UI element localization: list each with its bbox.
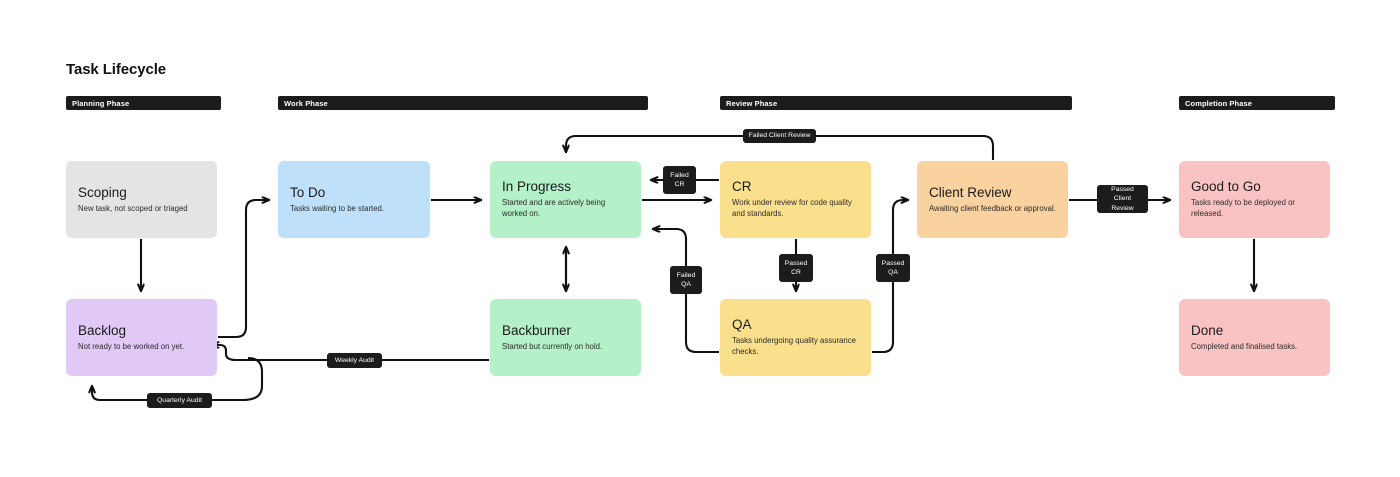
- edge-label-failed-client-review: Failed Client Review: [743, 129, 816, 143]
- edge-label-quarterly-audit: Quarterly Audit: [147, 393, 212, 408]
- node-title: Good to Go: [1191, 179, 1261, 195]
- phase-header-completion-phase: Completion Phase: [1179, 96, 1335, 110]
- node-cr[interactable]: CR Work under review for code quality and…: [720, 161, 871, 238]
- node-description: New task, not scoped or triaged: [78, 203, 188, 213]
- edge-label-passed-qa: Passed QA: [876, 254, 910, 282]
- node-description: Completed and finalised tasks.: [1191, 341, 1298, 351]
- node-good-to-go[interactable]: Good to Go Tasks ready to be deployed or …: [1179, 161, 1330, 238]
- node-todo[interactable]: To Do Tasks waiting to be started.: [278, 161, 430, 238]
- node-title: Done: [1191, 322, 1224, 338]
- phase-header-work-phase: Work Phase: [278, 96, 648, 110]
- node-title: Backburner: [502, 322, 572, 338]
- phase-header-review-phase: Review Phase: [720, 96, 1072, 110]
- edge-quarterly-audit-arrow: [92, 386, 116, 402]
- edge-quarterly-audit-to-backlog: [242, 356, 264, 402]
- node-title: QA: [732, 317, 752, 333]
- node-description: Tasks undergoing quality assurance check…: [732, 336, 856, 357]
- phase-header-label: Planning Phase: [72, 98, 130, 108]
- page-title: Task Lifecycle: [66, 61, 167, 78]
- phase-header-planning-phase: Planning Phase: [66, 96, 221, 110]
- node-description: Tasks waiting to be started.: [290, 203, 385, 213]
- node-title: CR: [732, 179, 752, 195]
- node-description: Started and are actively being worked on…: [502, 198, 606, 219]
- node-title: Client Review: [929, 184, 1012, 200]
- node-title: To Do: [290, 184, 326, 200]
- edge-label-passed-client-review: Passed Client Review: [1097, 185, 1148, 213]
- edge-label-weekly-audit: Weekly Audit: [327, 353, 382, 368]
- edge-backlog-to-todo: [218, 200, 269, 339]
- node-description: Not ready to be worked on yet.: [78, 341, 185, 351]
- node-title: Backlog: [78, 322, 127, 338]
- node-title: In Progress: [502, 179, 572, 195]
- node-title: Scoping: [78, 184, 127, 200]
- edge-label-passed-cr: Passed CR: [779, 254, 813, 282]
- node-qa[interactable]: QA Tasks undergoing quality assurance che…: [720, 299, 871, 376]
- phase-header-label: Work Phase: [284, 98, 328, 108]
- edge-label-failed-cr: Failed CR: [663, 166, 696, 194]
- node-description: Awaiting client feedback or approval.: [929, 203, 1056, 213]
- node-description: Work under review for code quality and s…: [732, 198, 852, 219]
- phase-header-label: Review Phase: [726, 98, 778, 108]
- phase-header-label: Completion Phase: [1185, 98, 1253, 108]
- edge-label-failed-qa: Failed QA: [670, 266, 702, 294]
- node-description: Started but currently on hold.: [502, 341, 603, 351]
- node-description: Tasks ready to be deployed or released.: [1191, 198, 1296, 219]
